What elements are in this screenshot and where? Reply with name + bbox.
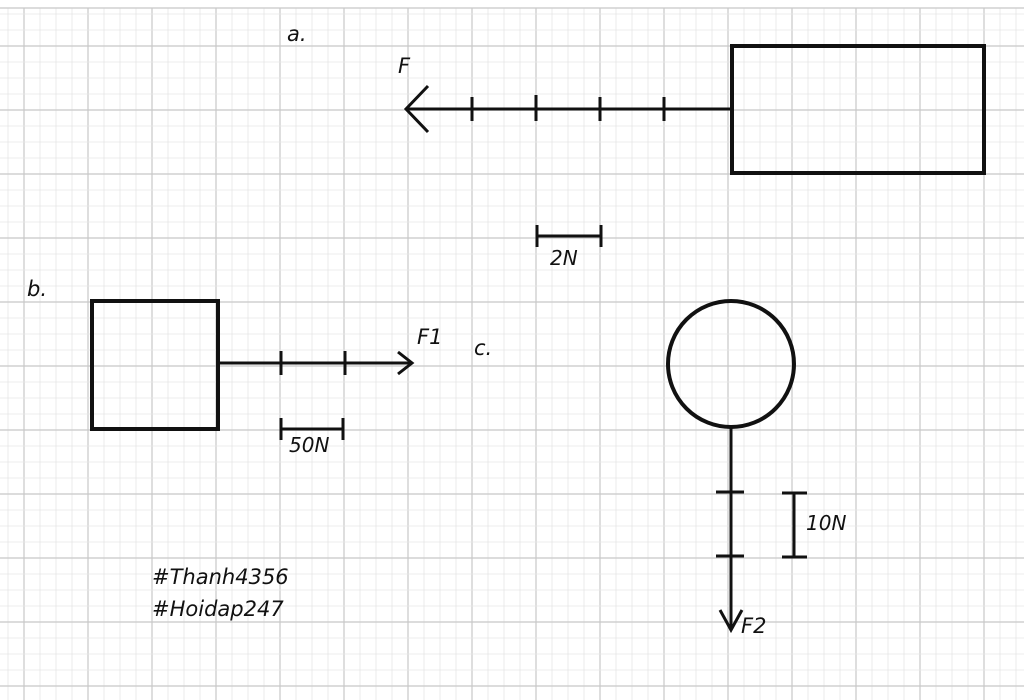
scale-b-label: 50N bbox=[289, 433, 330, 457]
force-b-label: F1 bbox=[417, 325, 443, 349]
force-b-arrowhead bbox=[397, 350, 415, 376]
scale-a-label: 2N bbox=[550, 246, 578, 270]
part-b-label: b. bbox=[27, 277, 48, 301]
force-a-label: F bbox=[398, 54, 411, 78]
force-a-arrowhead bbox=[403, 84, 430, 134]
body-c-circle bbox=[666, 299, 796, 429]
diagram-a bbox=[403, 44, 986, 247]
diagram-c bbox=[666, 299, 807, 634]
hashtag-line-2: #Hoidap247 bbox=[152, 597, 284, 621]
part-a-label: a. bbox=[287, 22, 307, 46]
part-c-label: c. bbox=[474, 336, 493, 360]
scale-c-label: 10N bbox=[806, 511, 847, 535]
grid-paper bbox=[0, 7, 1024, 700]
force-c-arrowhead bbox=[718, 609, 744, 634]
force-c-label: F2 bbox=[741, 614, 767, 638]
hashtag-line-1: #Thanh4356 bbox=[152, 565, 289, 589]
diagram-b bbox=[90, 299, 415, 440]
block-b-square bbox=[90, 299, 220, 431]
